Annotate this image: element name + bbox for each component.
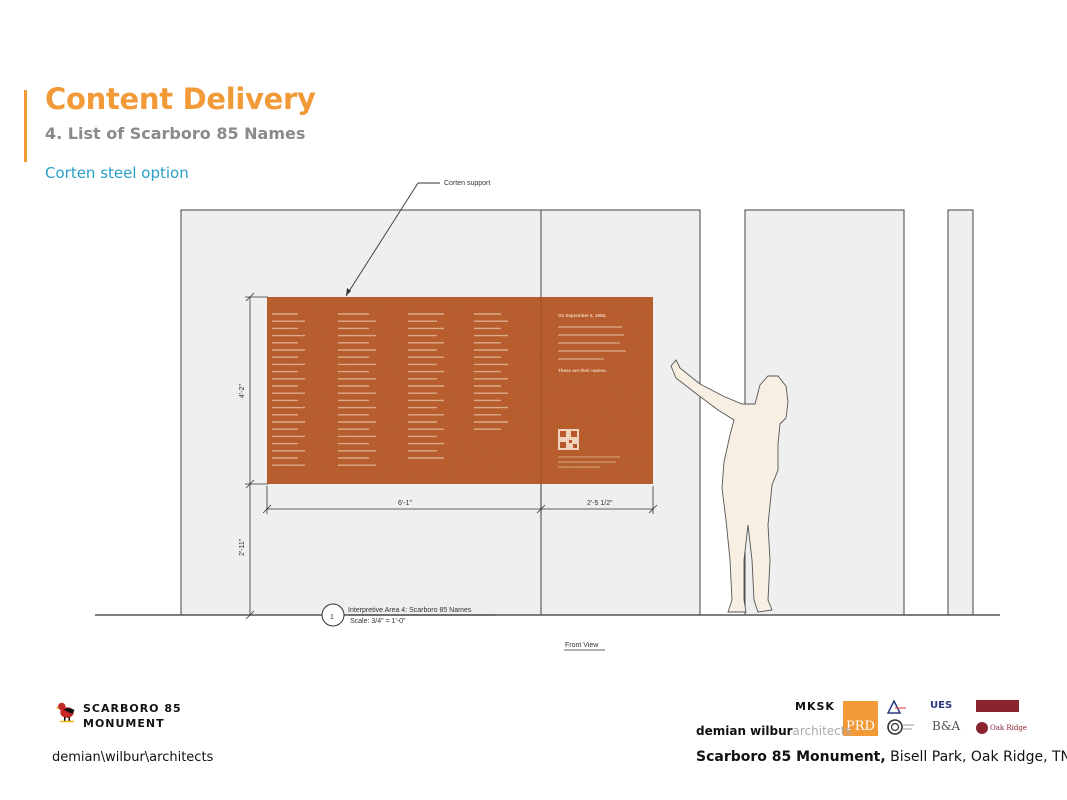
logo-text-line2: MONUMENT (83, 717, 165, 730)
callout-leader (345, 182, 440, 297)
a-partner-logo (886, 700, 906, 714)
scarboro-bird-logo (55, 702, 75, 723)
panel-closing: These are their names. (558, 368, 607, 373)
horizontal-dimensions (262, 486, 658, 514)
front-view-label: Front View (565, 642, 599, 649)
project-name: Scarboro 85 Monument, (696, 749, 886, 765)
vertical-dimensions (245, 292, 268, 620)
dim-base-height: 2'-11" (239, 538, 246, 556)
ues-logo: UES (930, 700, 953, 711)
dim-panel-height: 4'-2" (239, 384, 246, 398)
option-label: Corten steel option (45, 164, 189, 182)
view-number: 1 (330, 614, 334, 621)
dim-width-right: 2'-5 1/2" (587, 500, 613, 507)
qr-code (558, 429, 579, 450)
wildcat-logo (976, 700, 1019, 712)
callout-label: Corten support (444, 180, 490, 187)
page-subtitle: 4. List of Scarboro 85 Names (45, 124, 306, 143)
firm-name: demian\wilbur\architects (52, 750, 214, 765)
dw-light: architects (792, 724, 852, 738)
demian-wilbur-logo: demian wilburarchitects (696, 724, 852, 738)
oak-ridge-icon (976, 722, 988, 734)
oak-ridge-logo: Oak Ridge (990, 724, 1027, 732)
logo-text-line1: SCARBORO 85 (83, 702, 182, 715)
view-title: Interpretive Area 4: Scarboro 85 Names (348, 607, 472, 614)
project-location: Scarboro 85 Monument, Bisell Park, Oak R… (696, 749, 1067, 765)
panel-heading: On September 6, 1955, (558, 313, 606, 318)
view-number-circle (321, 603, 345, 627)
corten-panel (267, 297, 653, 484)
dw-bold: demian wilbur (696, 724, 793, 738)
page-title: Content Delivery (45, 82, 316, 116)
accent-bar (24, 90, 27, 162)
prd-logo: PRD (843, 701, 878, 736)
panel-paragraph-lines (558, 326, 626, 360)
project-place: Bisell Park, Oak Ridge, TN (885, 749, 1067, 765)
human-figure (670, 359, 789, 613)
dim-width-left: 6'-1" (398, 500, 412, 507)
cc-partner-logo (887, 719, 914, 735)
name-list-lines (272, 313, 508, 466)
bxa-logo: B&A (932, 719, 961, 733)
view-scale: Scale: 3/4" = 1'-0" (350, 618, 406, 625)
mksk-logo: MKSK (795, 700, 835, 713)
